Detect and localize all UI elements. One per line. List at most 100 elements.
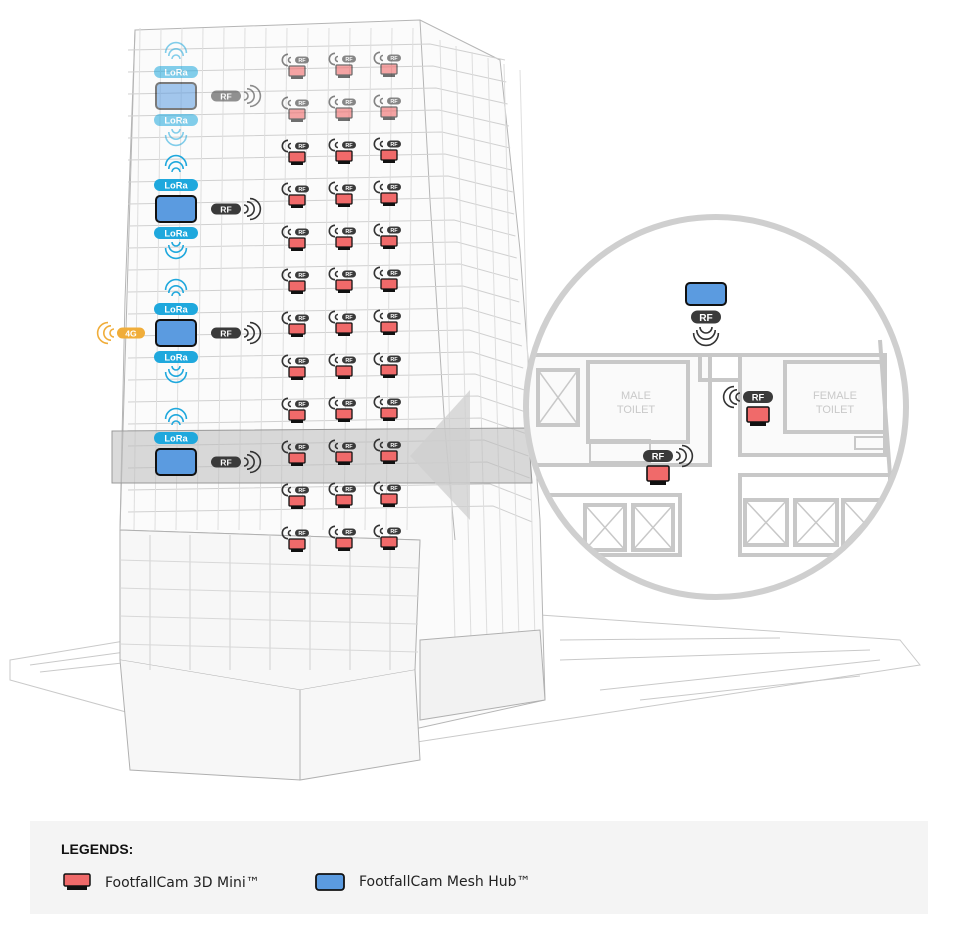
footfallcam-3d-mini: RF [328, 52, 356, 78]
footfallcam-3d-mini: RF [281, 96, 309, 122]
legend-label-mesh-hub: FootfallCam Mesh Hub™ [359, 874, 531, 890]
rf-label: RF [390, 228, 398, 234]
rf-label: RF [298, 488, 306, 494]
footfallcam-3d-mini: RF [373, 51, 401, 77]
magnified-3d-mini: RF [722, 385, 773, 426]
lora-label: LoRa [164, 434, 188, 444]
rf-label: RF [390, 529, 398, 535]
lora-label: LoRa [164, 181, 188, 191]
lora-label: LoRa [164, 116, 188, 126]
rf-label: RF [390, 185, 398, 191]
building-deployment-diagram: RF RF RF RF RF RF RF RF RF RF RF RF RF RF RF RF RF RF RF RF… [9, 19, 921, 781]
male-toilet-label: MALE [621, 390, 651, 402]
footfallcam-3d-mini: RF [328, 353, 356, 379]
mesh-hub-icon [315, 873, 345, 891]
rf-label: RF [345, 186, 353, 192]
rf-label: RF [345, 315, 353, 321]
footfallcam-3d-mini: RF [373, 438, 401, 464]
footfallcam-3d-mini: RF [281, 397, 309, 423]
rf-label: RF [345, 444, 353, 450]
rf-label: RF [345, 530, 353, 536]
footfallcam-3d-mini: RF [373, 309, 401, 335]
rf-label: RF [345, 401, 353, 407]
footfallcam-3d-mini: RF [328, 482, 356, 508]
female-toilet-label: FEMALE [813, 390, 857, 402]
rf-label: RF [390, 142, 398, 148]
rf-label: RF [298, 101, 306, 107]
footfallcam-3d-mini: RF [373, 395, 401, 421]
rf-label: RF [345, 272, 353, 278]
rf-label: RF [298, 230, 306, 236]
rf-label: RF [220, 457, 231, 467]
rf-label: RF [390, 486, 398, 492]
rf-label: RF [652, 452, 665, 462]
footfallcam-3d-mini: RF [281, 440, 309, 466]
footfallcam-3d-mini: RF [328, 439, 356, 465]
magnified-mesh-hub: RF [685, 282, 727, 347]
rf-label: RF [298, 144, 306, 150]
zoom-connector [410, 390, 470, 520]
legend-label-3d-mini: FootfallCam 3D Mini™ [105, 874, 260, 891]
legend-item-mesh-hub: FootfallCam Mesh Hub™ [315, 873, 531, 891]
rf-label: RF [390, 99, 398, 105]
rf-label: RF [390, 443, 398, 449]
rf-label: RF [345, 229, 353, 235]
footfallcam-3d-mini: RF [281, 483, 309, 509]
device-grid: RF RF RF RF RF RF RF RF RF RF RF RF RF RF RF RF RF RF RF RF… [281, 51, 401, 552]
magnified-3d-mini: RF [643, 444, 694, 485]
footfallcam-3d-mini: RF [281, 268, 309, 294]
rf-label: RF [345, 358, 353, 364]
footfallcam-3d-mini: RF [328, 138, 356, 164]
footfallcam-3d-mini: RF [328, 525, 356, 551]
rf-label: RF [298, 273, 306, 279]
footfallcam-3d-mini: RF [281, 311, 309, 337]
footfallcam-3d-mini: RF [328, 310, 356, 336]
footfallcam-3d-mini: RF [373, 266, 401, 292]
footfallcam-3d-mini: RF [373, 481, 401, 507]
rf-label: RF [298, 445, 306, 451]
footfallcam-3d-mini: RF [373, 352, 401, 378]
rf-label: RF [390, 56, 398, 62]
rf-label: RF [390, 271, 398, 277]
rf-label: RF [298, 402, 306, 408]
four-g-label: 4G [125, 328, 137, 338]
footfallcam-3d-mini: RF [373, 524, 401, 550]
lora-label: LoRa [164, 353, 188, 363]
rf-label: RF [390, 357, 398, 363]
legend-title: LEGENDS: [61, 841, 134, 857]
footfallcam-3d-mini: RF [328, 181, 356, 207]
footfallcam-3d-mini: RF [281, 225, 309, 251]
footfallcam-3d-mini: RF [373, 137, 401, 163]
lora-label: LoRa [164, 305, 188, 315]
footfallcam-3d-mini: RF [328, 396, 356, 422]
footfallcam-3d-mini: RF [328, 95, 356, 121]
rf-label: RF [298, 187, 306, 193]
footfallcam-3d-mini: RF [373, 180, 401, 206]
lora-label: LoRa [164, 68, 188, 78]
footfallcam-3d-mini: RF [281, 526, 309, 552]
rf-label: RF [298, 58, 306, 64]
footfallcam-3d-mini: RF [281, 182, 309, 208]
rf-label: RF [298, 359, 306, 365]
rf-label: RF [345, 487, 353, 493]
rf-label: RF [298, 531, 306, 537]
lora-label: LoRa [164, 229, 188, 239]
rf-label: RF [345, 57, 353, 63]
rf-label: RF [345, 143, 353, 149]
rf-label: RF [752, 393, 765, 403]
podium [119, 529, 546, 781]
rf-label: RF [220, 204, 231, 214]
footfallcam-3d-mini: RF [373, 94, 401, 120]
footfallcam-3d-mini: RF [328, 267, 356, 293]
3d-mini-icon [63, 873, 91, 890]
rf-label: RF [220, 328, 231, 338]
footfallcam-3d-mini: RF [281, 139, 309, 165]
rf-label: RF [220, 91, 231, 101]
footfallcam-3d-mini: RF [328, 224, 356, 250]
legend-panel: LEGENDS: FootfallCam 3D Mini™ FootfallCa… [30, 821, 928, 914]
